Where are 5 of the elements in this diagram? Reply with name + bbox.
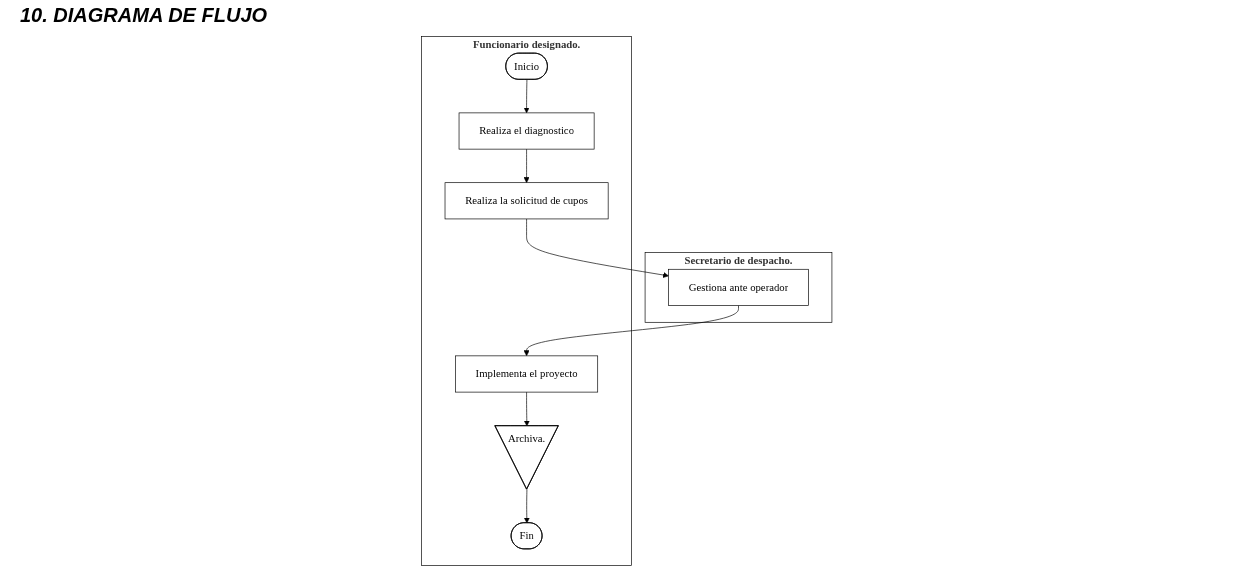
node-box: Gestiona ante operador xyxy=(668,268,809,306)
diagram-title: 10. DIAGRAMA DE FLUJO xyxy=(20,4,269,27)
node-box: Realiza el diagnostico xyxy=(458,112,595,150)
node-box: Realiza la solicitud de cupos xyxy=(444,182,609,220)
node-box: Implementa el proyecto xyxy=(454,355,598,393)
